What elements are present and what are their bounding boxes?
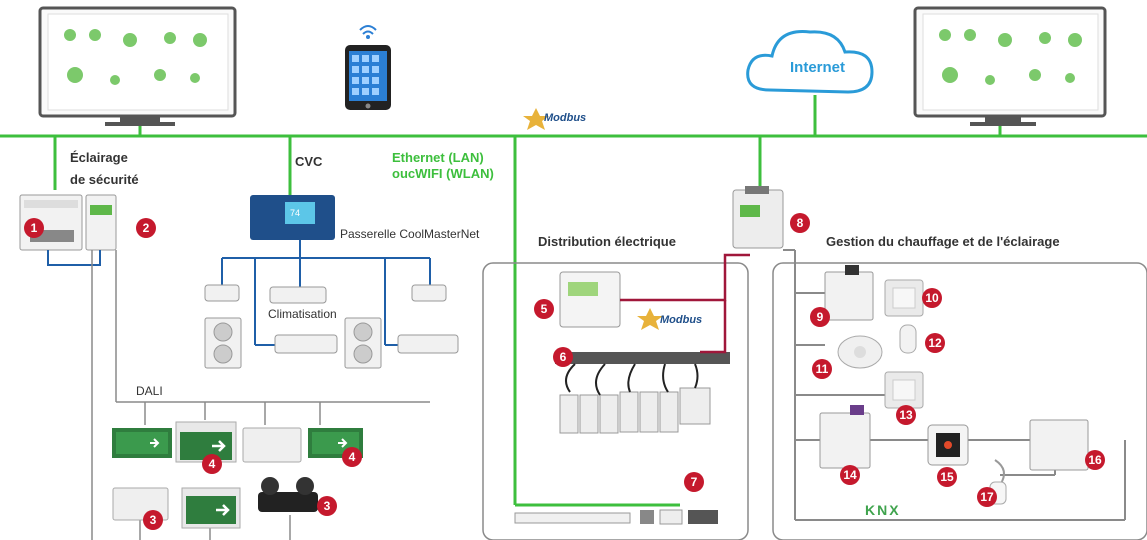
- badge-4b: 4: [342, 447, 362, 467]
- badge-15: 15: [937, 467, 957, 487]
- badge-9: 9: [810, 307, 830, 327]
- modbus-mid-label: Modbus: [660, 314, 703, 326]
- badge-16: 16: [1085, 450, 1105, 470]
- wifi-label: oucWIFI (WLAN): [392, 166, 494, 181]
- gateway-screen-value: 74: [290, 208, 301, 218]
- ethernet-backbone: [0, 95, 1147, 507]
- emergency-twin-spot: [258, 477, 318, 512]
- ac-units: [204, 284, 459, 369]
- badge-4a: 4: [202, 454, 222, 474]
- modbus-top-label: Modbus: [544, 112, 587, 124]
- breakers-6: [555, 352, 730, 434]
- eclairage-label: Éclairage: [70, 150, 128, 165]
- right-monitor: [913, 6, 1107, 126]
- coolmasternet-gateway: [250, 195, 335, 240]
- internet-cloud: [746, 30, 874, 94]
- device-7: [514, 509, 718, 525]
- climatisation-label: Climatisation: [268, 307, 337, 321]
- gestion-label: Gestion du chauffage et de l'éclairage: [826, 234, 1060, 249]
- badge-11: 11: [812, 359, 832, 379]
- knx-devices: [819, 265, 1089, 505]
- modbus-link: [620, 253, 750, 354]
- passerelle-label: Passerelle CoolMasterNet: [340, 227, 480, 241]
- badge-1: 1: [24, 218, 44, 238]
- badge-13: 13: [896, 405, 916, 425]
- emergency-lighting-controllers: [19, 194, 117, 540]
- cvc-label: CVC: [295, 154, 323, 169]
- modbus-logo-top: [523, 108, 549, 130]
- badge-10: 10: [922, 288, 942, 308]
- badge-12: 12: [925, 333, 945, 353]
- dali-bus: [116, 401, 430, 540]
- ceiling-light-1: [242, 427, 302, 463]
- badge-3b: 3: [317, 496, 337, 516]
- badge-8: 8: [790, 213, 810, 233]
- badge-6: 6: [553, 347, 573, 367]
- hvac-bus: [221, 240, 431, 346]
- distribution-panel: [482, 262, 749, 540]
- badge-14: 14: [840, 465, 860, 485]
- distribution-label: Distribution électrique: [538, 234, 676, 249]
- left-monitor: [38, 6, 237, 126]
- securite-label: de sécurité: [70, 172, 139, 187]
- knx-logo: KNX: [865, 502, 901, 518]
- ethernet-label: Ethernet (LAN): [392, 150, 484, 165]
- gestion-panel: [772, 262, 1147, 540]
- modbus-logo-mid: [637, 308, 663, 330]
- badge-3a: 3: [143, 510, 163, 530]
- badge-5: 5: [534, 299, 554, 319]
- meter-5: [559, 271, 621, 328]
- exit-sign-4: [181, 487, 241, 529]
- controller-8: [732, 186, 784, 249]
- tablet: [345, 25, 391, 110]
- badge-2: 2: [136, 218, 156, 238]
- exit-sign-1: [112, 428, 172, 458]
- badge-17: 17: [977, 487, 997, 507]
- dali-label: DALI: [136, 384, 163, 398]
- exit-sign-2: [175, 421, 237, 463]
- internet-label: Internet: [790, 59, 846, 76]
- badge-7: 7: [684, 472, 704, 492]
